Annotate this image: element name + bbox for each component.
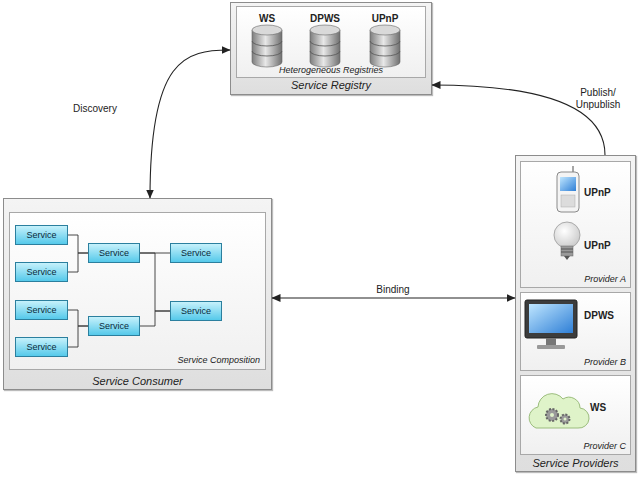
composition-link bbox=[68, 253, 88, 272]
provider-group: DPWS Provider B bbox=[520, 292, 631, 371]
registry-name: DPWS bbox=[305, 13, 345, 25]
registry-name: UPnP bbox=[365, 13, 405, 25]
box-title: Service Registry bbox=[230, 79, 432, 92]
registry-group: WS DPWS UPnP Heterogeneous Registries bbox=[236, 6, 426, 78]
composition-link bbox=[140, 253, 170, 254]
service-label: Service bbox=[26, 305, 56, 315]
composition-link bbox=[68, 235, 88, 253]
consumer-box: Service ConsumerService CompositionServi… bbox=[3, 198, 272, 390]
service-label: Service bbox=[26, 342, 56, 352]
service-box: Service bbox=[15, 300, 68, 320]
service-box: Service bbox=[88, 316, 140, 336]
provider-group: UPnP UPnP Provider A bbox=[520, 161, 631, 288]
service-box: Service bbox=[88, 243, 140, 263]
database-icon bbox=[252, 25, 282, 67]
group-caption: Heterogeneous Registries bbox=[236, 65, 426, 75]
service-label: Service bbox=[99, 321, 129, 331]
protocol-label: UPnP bbox=[584, 187, 628, 199]
registry-name: WS bbox=[247, 13, 287, 25]
composition-link bbox=[140, 253, 170, 311]
box-title: Service Providers bbox=[515, 457, 636, 470]
interaction-arrow bbox=[432, 85, 605, 155]
interaction-arrow bbox=[150, 50, 230, 198]
provider-group: WS Provider C bbox=[520, 375, 631, 455]
cloud-icon bbox=[529, 394, 589, 428]
bulb-icon bbox=[554, 222, 580, 260]
registry-box: Service Registry WS DPWS UPnP Heterogeneous … bbox=[230, 2, 432, 95]
provider-name: Provider A bbox=[530, 274, 626, 284]
box-title: Service Consumer bbox=[3, 375, 272, 388]
protocol-label: UPnP bbox=[584, 240, 628, 252]
service-box: Service bbox=[15, 225, 68, 245]
service-label: Service bbox=[26, 267, 56, 277]
service-box: Service bbox=[170, 243, 222, 263]
edge-label: Binding bbox=[353, 284, 433, 296]
group-caption: Service Composition bbox=[140, 355, 260, 365]
service-label: Service bbox=[26, 230, 56, 240]
database-icon bbox=[370, 25, 400, 67]
provider-name: Provider C bbox=[530, 441, 626, 451]
service-box: Service bbox=[170, 301, 222, 321]
monitor-icon bbox=[525, 300, 577, 349]
composition-group: Service CompositionServiceServiceService… bbox=[9, 212, 266, 370]
protocol-label: DPWS bbox=[584, 310, 628, 322]
edge-label: Publish/ Unpublish bbox=[566, 87, 630, 111]
composition-link bbox=[140, 311, 170, 326]
provider-name: Provider B bbox=[530, 357, 626, 367]
service-box: Service bbox=[15, 262, 68, 282]
edge-label: Discovery bbox=[60, 103, 130, 115]
service-label: Service bbox=[181, 306, 211, 316]
composition-link bbox=[68, 310, 88, 326]
service-label: Service bbox=[99, 248, 129, 258]
database-icon bbox=[310, 25, 340, 67]
composition-link bbox=[68, 326, 88, 347]
protocol-label: WS bbox=[590, 402, 626, 414]
service-box: Service bbox=[15, 337, 68, 357]
providers-box: Service Providers UPnP UPnP Provider A DPWS P… bbox=[515, 155, 636, 472]
service-label: Service bbox=[181, 248, 211, 258]
phone-icon bbox=[557, 166, 579, 212]
interaction-arrow bbox=[272, 297, 515, 298]
